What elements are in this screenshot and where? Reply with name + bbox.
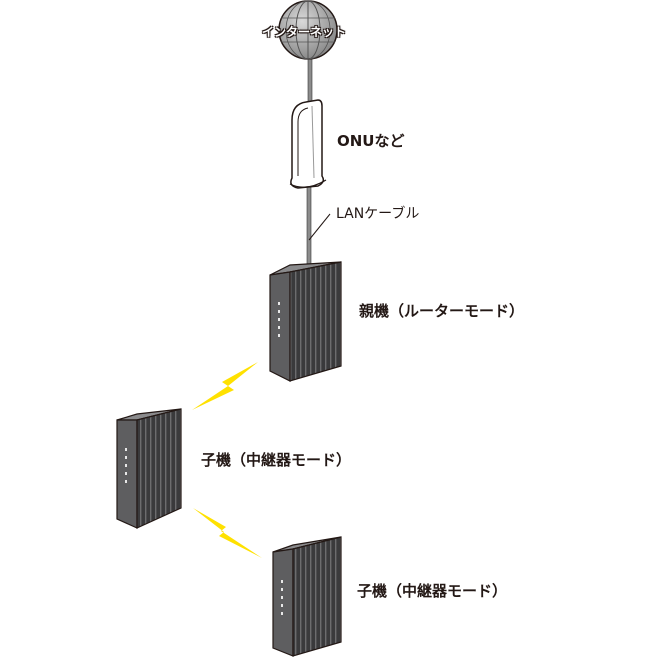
status-leds [281, 580, 283, 615]
lan-cable [306, 184, 331, 271]
lightning-bolt-icon [192, 362, 258, 410]
router-child-1 [116, 408, 182, 529]
child-router-2-label: 子機（中継器モード） [357, 582, 508, 600]
cable-internet-onu [307, 53, 313, 109]
router-child-2 [272, 536, 342, 657]
router-parent [269, 261, 342, 382]
internet-label: インターネット [262, 25, 347, 39]
lan-cable-label: LANケーブル [336, 206, 420, 222]
globe-icon [278, 0, 338, 60]
parent-router-label: 親機（ルーターモード） [359, 302, 525, 320]
onu-device-icon [289, 99, 327, 189]
status-leds [125, 448, 127, 483]
lightning-bolt-icon [193, 508, 262, 558]
status-leds [278, 302, 280, 337]
child-router-1-label: 子機（中継器モード） [201, 451, 352, 469]
onu-label: ONUなど [337, 132, 405, 150]
